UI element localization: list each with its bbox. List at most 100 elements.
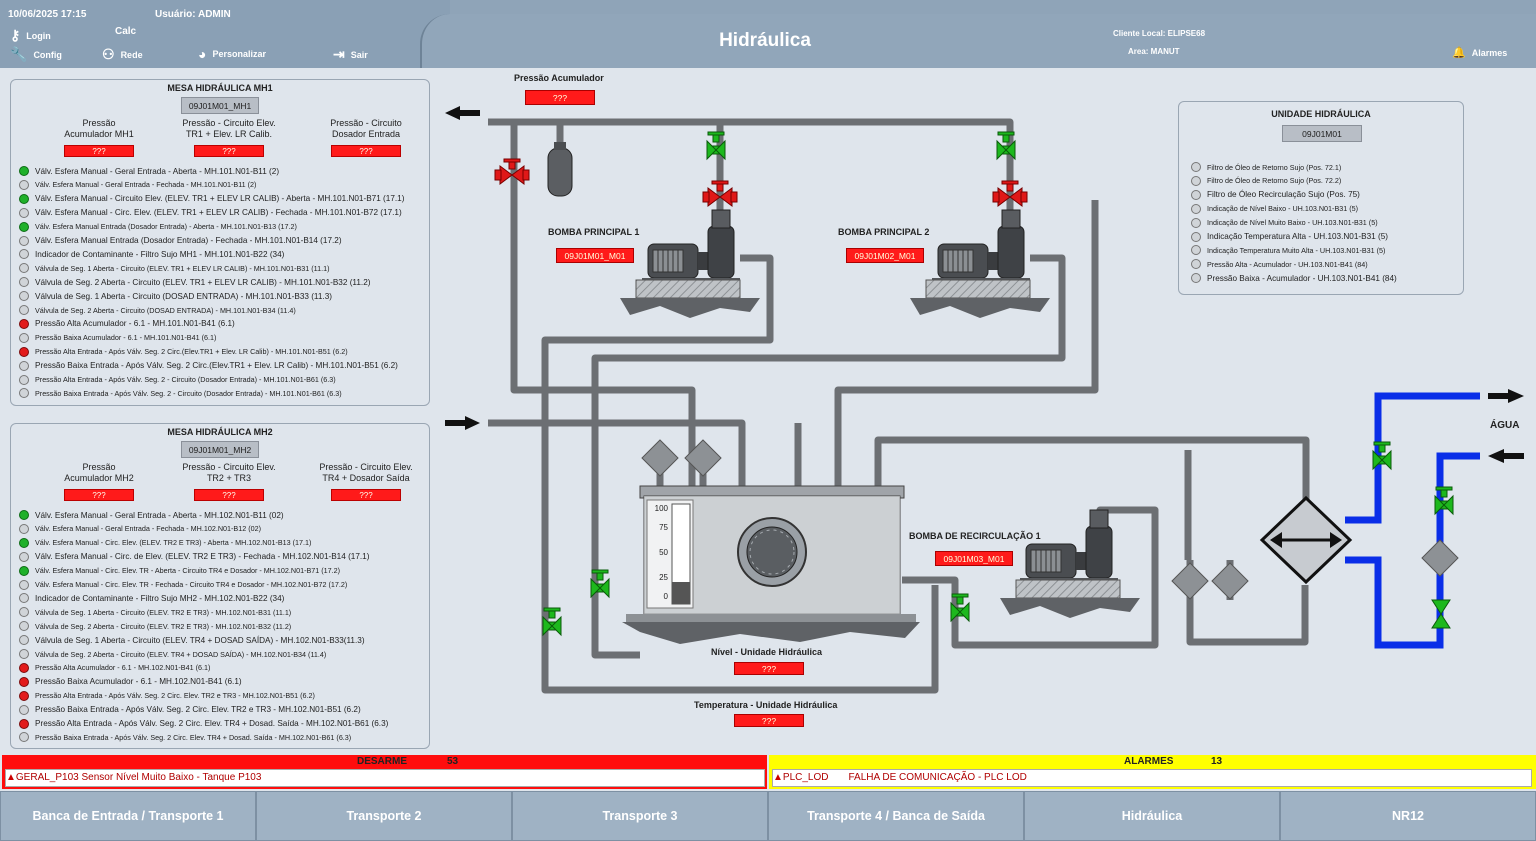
exit-icon: ⇥ <box>333 46 345 62</box>
mh2-signal-row: Indicador de Contaminante - Filtro Sujo … <box>19 593 285 604</box>
nav-transporte2[interactable]: Transporte 2 <box>256 791 512 841</box>
calc-button[interactable]: Calc <box>115 26 137 37</box>
status-indicator-icon <box>1191 189 1201 200</box>
personalize-button[interactable]: ◕Personalizar <box>198 46 266 62</box>
filter-3[interactable] <box>1171 562 1209 600</box>
status-indicator-icon <box>19 374 29 385</box>
bomba2-tag[interactable]: 09J01M02_M01 <box>846 248 924 263</box>
mh2-tag[interactable]: 09J01M01_MH2 <box>181 441 259 458</box>
status-indicator-icon <box>19 249 29 260</box>
mh1-pressure-value-1: ??? <box>194 145 264 157</box>
config-button[interactable]: 🔧Config <box>10 46 62 62</box>
hydraulic-tank[interactable] <box>622 485 920 644</box>
filter-5[interactable] <box>1421 539 1459 577</box>
mh1-signal-row: Válv. Esfera Manual - Geral Entrada - Ab… <box>19 166 279 176</box>
client-label: Cliente Local: ELIPSE68 <box>1113 29 1206 38</box>
mh2-pressure-label-2: Pressão - Circuito Elev. TR4 + Dosador S… <box>319 462 413 483</box>
mh1-signal-row: Pressão Alta Acumulador - 6.1 - MH.101.N… <box>19 318 235 329</box>
mh2-signal-row: Pressão Baixa Entrada - Após Válv. Seg. … <box>19 732 351 743</box>
signal-label: Válvula de Seg. 1 Aberta - Circuito (DOS… <box>35 291 332 301</box>
mh1-signal-row: Pressão Baixa Entrada - Após Válv. Seg. … <box>19 360 398 371</box>
status-indicator-icon <box>19 346 29 357</box>
alarms-button[interactable]: 🔔Alarmes <box>1452 47 1508 59</box>
login-button[interactable]: ⚷Login <box>10 27 51 43</box>
alarmes-count: 13 <box>1211 756 1223 767</box>
mh1-tag[interactable]: 09J01M01_MH1 <box>181 97 259 114</box>
status-indicator-icon <box>19 332 29 343</box>
agua-label: ÁGUA <box>1490 420 1520 431</box>
bomba-recirc-tag[interactable]: 09J01M03_M01 <box>935 551 1013 566</box>
signal-label: Válvula de Seg. 1 Aberta - Circuito (ELE… <box>35 263 330 273</box>
uh-signal-row: Pressão Alta - Acumulador - UH.103.N01-B… <box>1191 259 1368 270</box>
signal-label: Válv. Esfera Manual - Circ. Elev. TR - A… <box>35 566 341 576</box>
mh2-signal-row: Válv. Esfera Manual - Geral Entrada - Ab… <box>19 510 284 520</box>
status-indicator-icon <box>1191 273 1201 284</box>
filter-2[interactable] <box>684 439 722 477</box>
heat-exchanger[interactable] <box>1259 495 1353 585</box>
nav-transporte3[interactable]: Transporte 3 <box>512 791 768 841</box>
filter-4[interactable] <box>1211 562 1249 600</box>
status-indicator-icon <box>19 579 29 590</box>
network-icon: ⚇ <box>102 46 115 62</box>
mh2-pressure-value-2: ??? <box>331 489 401 501</box>
mh2-title: MESA HIDRÁULICA MH2 <box>167 427 273 437</box>
nav-nr12[interactable]: NR12 <box>1280 791 1536 841</box>
pump-principal-1[interactable] <box>620 209 760 318</box>
status-indicator-icon <box>19 704 29 715</box>
signal-label: Indicador de Contaminante - Filtro Sujo … <box>35 593 285 603</box>
status-indicator-icon <box>19 263 29 274</box>
mh2-pressure-value-0: ??? <box>64 489 134 501</box>
network-button[interactable]: ⚇Rede <box>102 46 143 62</box>
mh2-signal-row: Válv. Esfera Manual - Circ. de Elev. (EL… <box>19 551 369 562</box>
mh1-signal-row: Válv. Esfera Manual Entrada (Dosador Ent… <box>19 235 342 246</box>
bomba1-tag[interactable]: 09J01M01_M01 <box>556 248 634 263</box>
mh2-signal-row: Válv. Esfera Manual - Geral Entrada - Fe… <box>19 523 261 534</box>
status-indicator-icon <box>19 565 29 576</box>
signal-label: Pressão Alta - Acumulador - UH.103.N01-B… <box>1207 259 1368 269</box>
header-toolbar: 10/06/2025 17:15 Usuário: ADMIN ⚷Login C… <box>0 0 450 68</box>
signal-label: Pressão Baixa Acumulador - 6.1 - MH.101.… <box>35 333 217 343</box>
status-indicator-icon <box>1191 162 1201 172</box>
header-title-area <box>420 14 1536 68</box>
nav-hidraulica[interactable]: Hidráulica <box>1024 791 1280 841</box>
uh-signal-row: Indicação Temperatura Muito Alta - UH.10… <box>1191 245 1385 256</box>
hydraulic-diagram <box>445 106 1524 694</box>
uh-signal-row: Indicação de Nível Baixo - UH.103.N01-B3… <box>1191 203 1358 214</box>
valve-green-check[interactable] <box>1431 599 1451 629</box>
accumulator[interactable] <box>547 142 573 197</box>
status-indicator-icon <box>19 221 29 232</box>
pump-recirculacao-1[interactable] <box>1000 509 1140 618</box>
signal-label: Pressão Baixa Entrada - Após Válv. Seg. … <box>35 388 342 398</box>
temperatura-label: Temperatura - Unidade Hidráulica <box>694 700 838 710</box>
status-indicator-icon <box>19 305 29 315</box>
status-indicator-icon <box>1191 217 1201 228</box>
desarme-bar: DESARME 53 ▲GERAL_P103 Sensor Nível Muit… <box>2 755 767 789</box>
nav-transporte4-banca-saida[interactable]: Transporte 4 / Banca de Saída <box>768 791 1024 841</box>
bomba1-label: BOMBA PRINCIPAL 1 <box>548 227 640 237</box>
status-indicator-icon <box>19 318 29 329</box>
signal-label: Filtro de Óleo de Retorno Sujo (Pos. 72.… <box>1207 162 1342 172</box>
signal-label: Pressão Alta Acumulador - 6.1 - MH.102.N… <box>35 663 211 673</box>
temperatura-value: ??? <box>734 714 804 727</box>
status-indicator-icon <box>1191 259 1201 270</box>
mh2-signal-row: Válvula de Seg. 1 Aberta - Circuito (ELE… <box>19 607 291 618</box>
exit-button[interactable]: ⇥Sair <box>333 46 368 62</box>
mh2-signal-row: Válvula de Seg. 1 Aberta - Circuito (ELE… <box>19 635 365 646</box>
tank-scale-tick-label: 50 <box>659 548 668 557</box>
tank-scale-tick-label: 75 <box>659 523 668 532</box>
panel-mh2: MESA HIDRÁULICA MH2 09J01M01_MH2 Pressão… <box>10 423 430 749</box>
nav-banca-entrada-transporte1[interactable]: Banca de Entrada / Transporte 1 <box>0 791 256 841</box>
signal-label: Pressão Alta Entrada - Após Válv. Seg. 2… <box>35 375 336 384</box>
mh1-signal-row: Válvula de Seg. 2 Aberta - Circuito (DOS… <box>19 305 296 315</box>
mh2-signal-row: Válvula de Seg. 2 Aberta - Circuito (ELE… <box>19 621 291 632</box>
status-indicator-icon <box>19 291 29 302</box>
desarme-message-row[interactable]: ▲GERAL_P103 Sensor Nível Muito Baixo - T… <box>5 769 765 787</box>
desarme-count: 53 <box>447 756 459 767</box>
uh-tag[interactable]: 09J01M01 <box>1282 125 1362 142</box>
signal-label: Pressão Alta Entrada - Após Válv. Seg. 2… <box>35 691 315 701</box>
datetime: 10/06/2025 17:15 <box>8 9 87 20</box>
pump-principal-2[interactable] <box>910 209 1050 318</box>
filter-1[interactable] <box>641 439 679 477</box>
